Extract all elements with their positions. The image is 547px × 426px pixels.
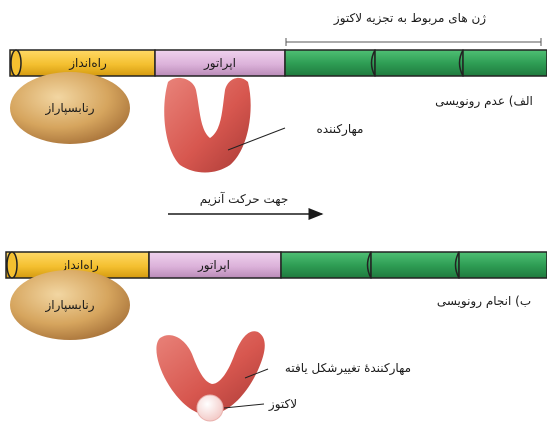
operator-label: اپراتور [203, 56, 236, 71]
gene-segment [463, 50, 547, 76]
gene-segment [375, 50, 463, 76]
altered-repressor-label: مهارکنندهٔ تغییرشکل یافته [285, 361, 411, 376]
gene-segment [459, 252, 547, 278]
gene-segment [371, 252, 459, 278]
gene-segment [285, 50, 375, 76]
state-label-top: الف) عدم رونویسی [435, 94, 533, 109]
dna-end-cap [11, 50, 21, 76]
lactose-molecule [197, 395, 223, 421]
gene-segment [281, 252, 371, 278]
genes-bracket [286, 38, 541, 46]
genes-label: ژن های مربوط به تجزیه لاکتوز [333, 11, 486, 26]
dna-end-cap [7, 252, 17, 278]
state-label-bottom: ب) انجام رونویسی [437, 294, 531, 309]
operator-label: اپراتور [197, 258, 230, 273]
lactose-label: لاکتوز [268, 397, 297, 412]
polymerase-label: رنابسپاراز [44, 101, 94, 116]
repressor-label: مهارکننده [317, 122, 364, 137]
direction-label: جهت حرکت آنزیم [200, 191, 289, 207]
polymerase-label: رنابسپاراز [44, 298, 94, 313]
promoter-label: راه‌انداز [68, 56, 107, 71]
repressor-protein [164, 78, 250, 173]
